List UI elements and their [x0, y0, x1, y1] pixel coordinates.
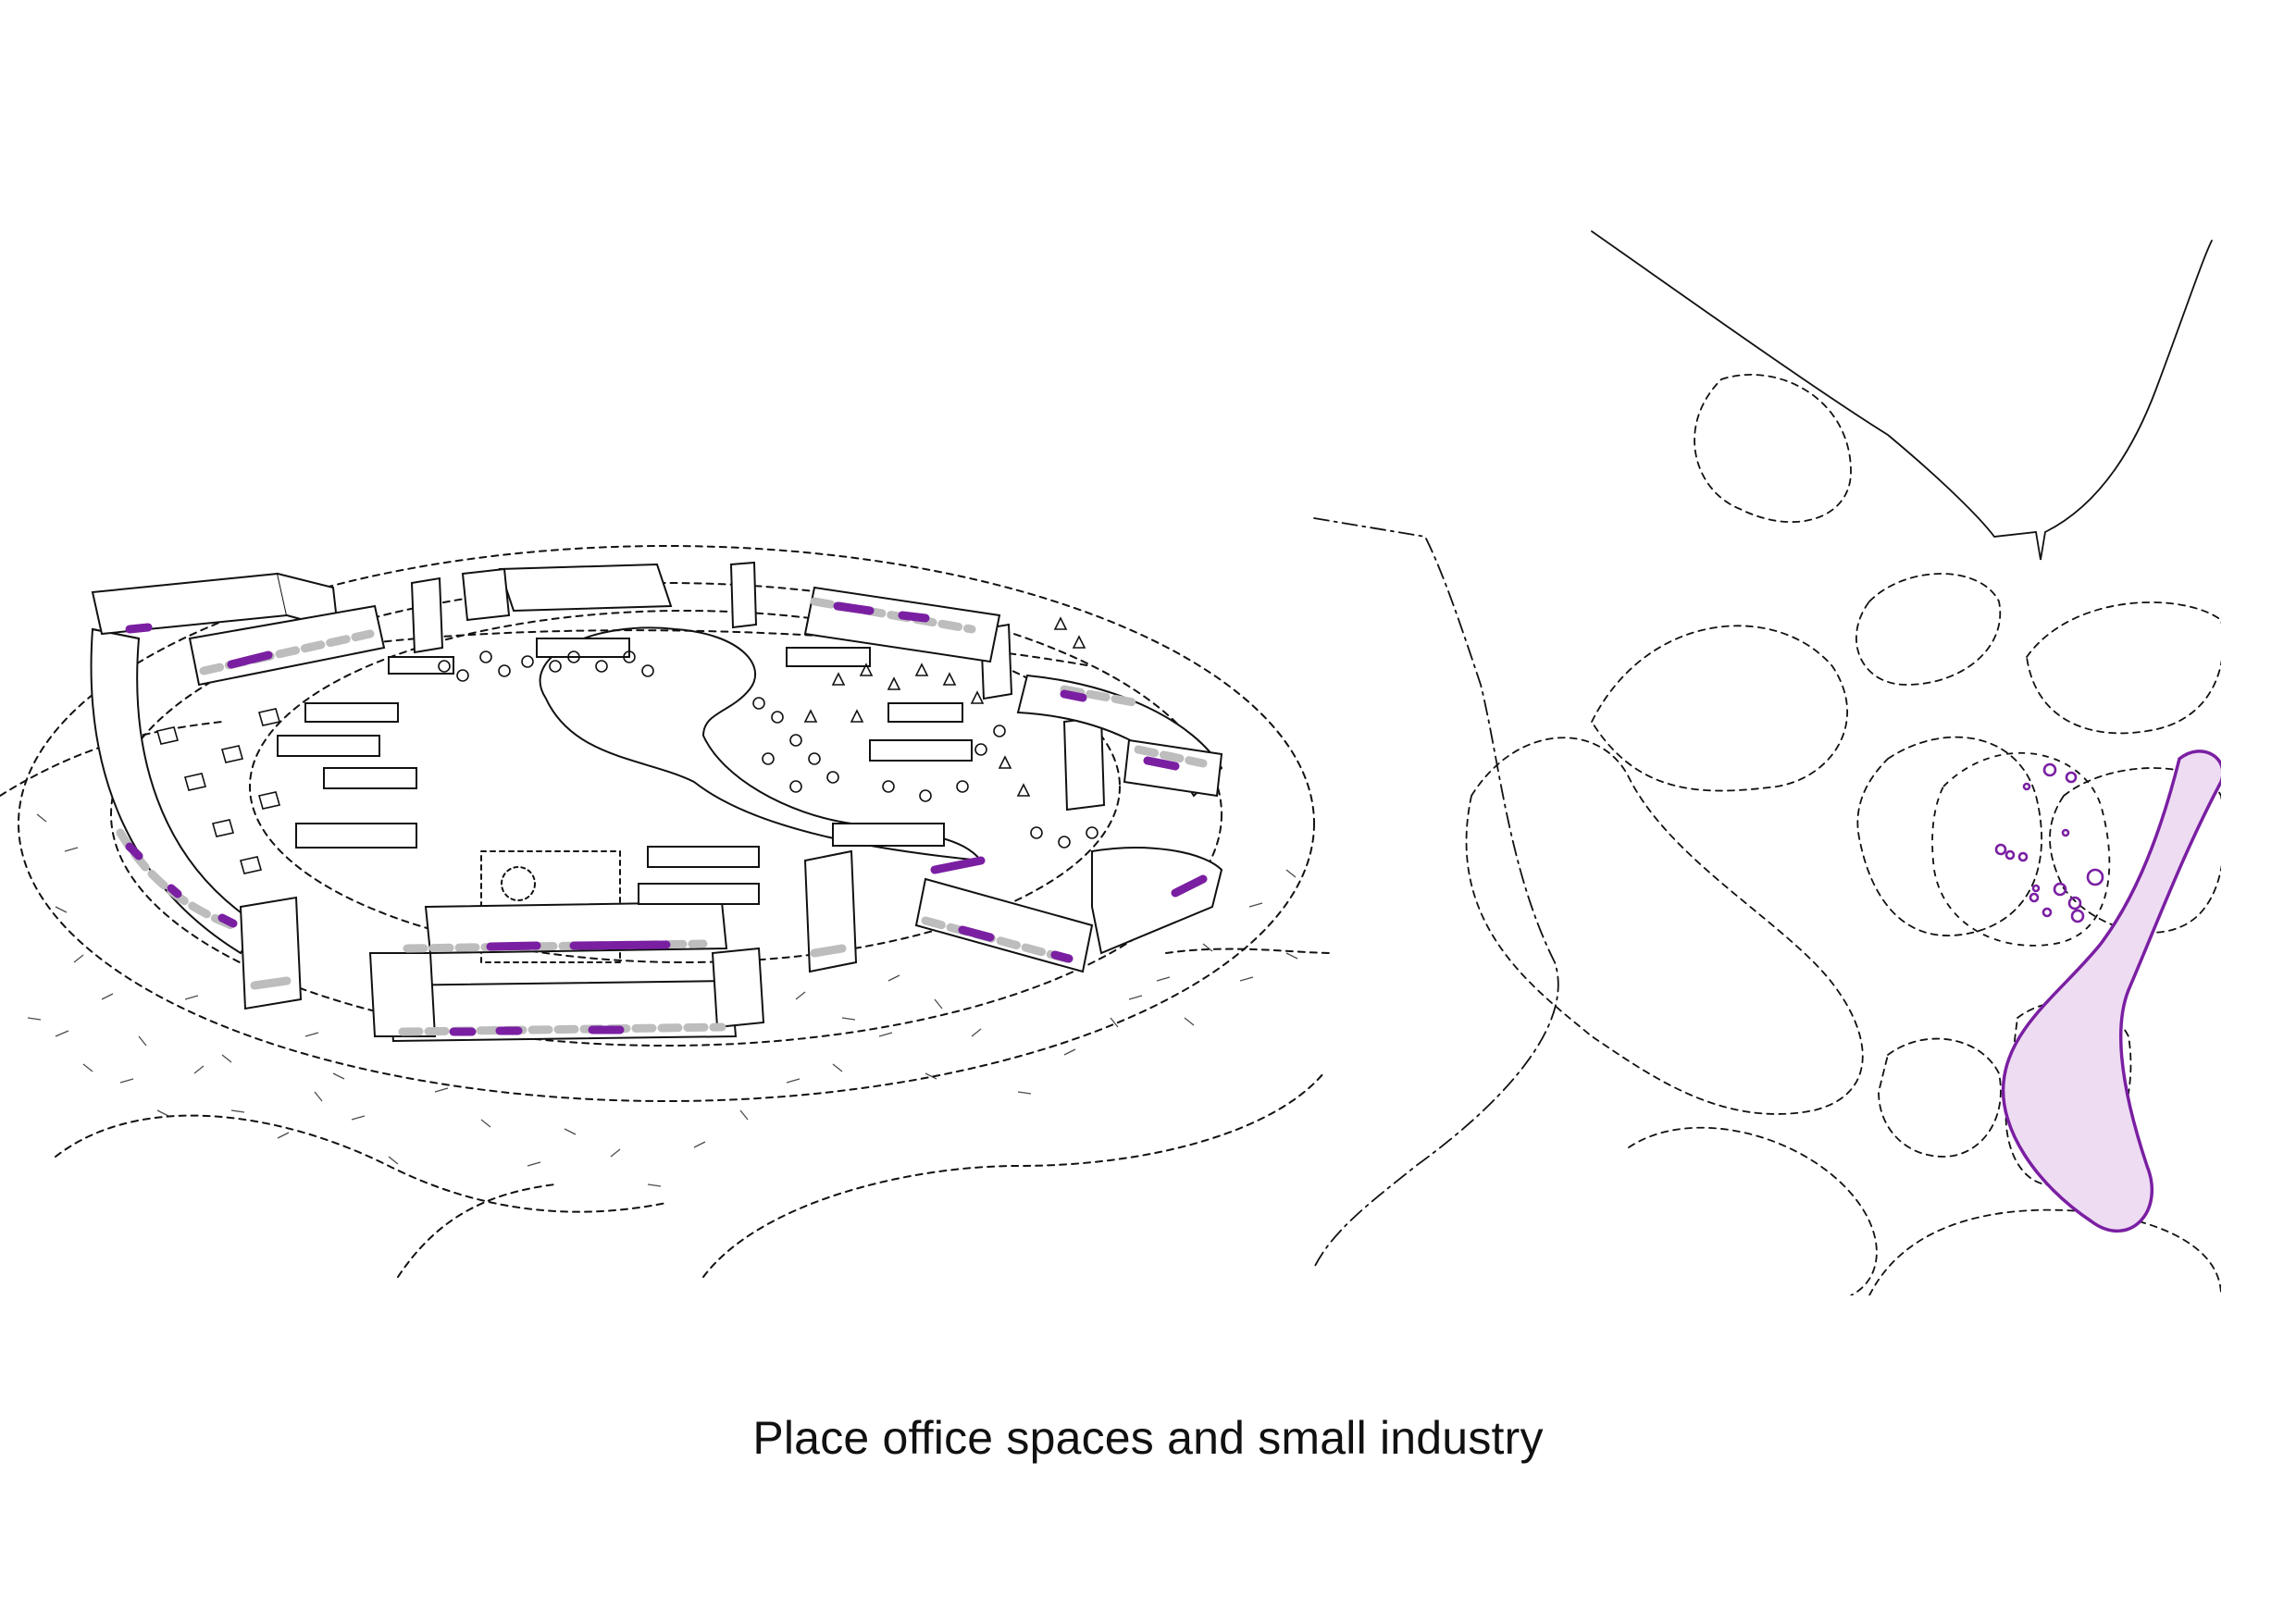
site-zoning-diagram [1313, 230, 2221, 1295]
interior-block-10 [786, 647, 871, 667]
tree-cluster [438, 650, 1098, 849]
garden-parcel [1931, 751, 2111, 947]
ground-hatch [27, 813, 1298, 1187]
south-block-wing-right [711, 947, 765, 1029]
garden-circle [501, 866, 536, 901]
parcel-6 [1856, 736, 2042, 936]
parcel-3 [1855, 573, 2002, 686]
interior-block-6 [638, 883, 760, 905]
middle-dashed-ring [110, 582, 1222, 1047]
parcel-8 [1878, 1037, 2002, 1158]
parcel-11 [1868, 1208, 2221, 1295]
central-pond [539, 626, 984, 862]
tower-north-1 [410, 576, 444, 654]
axonometric-masterplan-drawing [0, 545, 1333, 1278]
dashed-path-sw [55, 1114, 667, 1213]
outer-dashed-ring [18, 545, 1315, 1102]
diagram-caption: Place office spaces and small industry [752, 1412, 1544, 1464]
interior-block-8 [869, 739, 973, 762]
interior-block-3 [323, 767, 417, 789]
nw-block-1 [91, 572, 289, 636]
parcel-4 [2026, 601, 2221, 735]
se-block-2 [1091, 847, 1223, 955]
interior-block-5 [647, 846, 760, 868]
south-block-back [424, 900, 728, 955]
interior-block-1 [277, 735, 380, 757]
inner-dashed-ring [249, 610, 1121, 963]
garden-circles [1994, 762, 2104, 923]
tree-triangle-cluster [803, 616, 1086, 797]
small-houses [155, 708, 281, 874]
se-curved-block [914, 877, 1094, 973]
north-small-block [461, 567, 511, 622]
south-block-wing-left [368, 952, 437, 1037]
interior-block-9 [887, 702, 963, 723]
parcel-5 [1465, 737, 1864, 1115]
dashed-path-e [1165, 948, 1333, 954]
office-industry-zone [2001, 750, 2221, 1233]
parcel-10 [1628, 1126, 1878, 1295]
dashed-path-w [0, 721, 223, 797]
parcel-2 [1590, 625, 1848, 792]
dash-dot-boundary [1313, 517, 1559, 1269]
dashed-path-s [397, 1183, 556, 1278]
tower-north-2 [729, 561, 758, 629]
tower-sw [239, 896, 303, 1010]
tower-south [803, 849, 858, 973]
north-long-block [498, 563, 673, 613]
coastline [1591, 230, 2213, 561]
parcel-7 [2049, 767, 2221, 934]
interior-block-2 [304, 702, 399, 723]
parcel-1 [1694, 374, 1852, 523]
interior-block-7 [832, 823, 945, 847]
dashed-path-se [702, 1072, 1324, 1278]
tower-east-2 [1062, 715, 1106, 812]
glazing-bands [116, 597, 1208, 1036]
interior-block-12 [388, 656, 454, 675]
interior-block-4 [295, 823, 417, 849]
interior-block-11 [536, 638, 630, 658]
